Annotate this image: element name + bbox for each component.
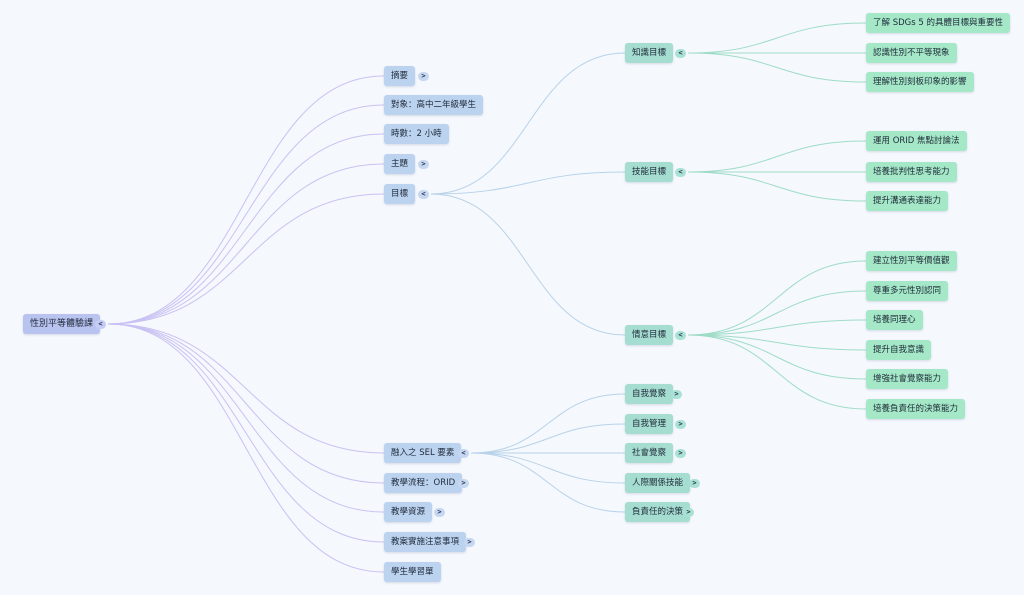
branch-node[interactable]: 教學資源 [384, 502, 433, 522]
sel-node[interactable]: 人際關係技能 [625, 473, 691, 493]
goal-link [430, 193, 626, 336]
branch-node[interactable]: 學生學習單 [384, 562, 441, 582]
branch-node[interactable]: 教案實施注意事項 [384, 532, 467, 552]
sel-toggle[interactable]: > [689, 479, 700, 488]
branch-toggle[interactable]: > [418, 160, 429, 169]
goal-item-node[interactable]: 增強社會覺察能力 [866, 369, 949, 389]
sel-link [470, 452, 626, 484]
root-link [107, 323, 385, 484]
goal-item-node[interactable]: 了解 SDGs 5 的具體目標與重要性 [866, 13, 1010, 33]
root-node[interactable]: 性別平等體驗課 [23, 314, 101, 334]
branch-node[interactable]: 教學流程：ORID [384, 473, 463, 493]
branch-toggle[interactable]: > [434, 508, 445, 517]
goal-toggle[interactable]: < [675, 168, 686, 177]
sel-toggle[interactable]: > [671, 390, 682, 399]
branch-node[interactable]: 目標 [384, 184, 416, 204]
goal-item-node[interactable]: 培養同理心 [866, 310, 923, 330]
goal-node[interactable]: 情意目標 [625, 325, 674, 345]
goal-item-node[interactable]: 提升自我意識 [866, 340, 932, 360]
branch-toggle[interactable]: < [458, 449, 469, 458]
branch-node[interactable]: 對象：高中二年級學生 [384, 95, 484, 115]
goal-item-node[interactable]: 認識性別不平等現象 [866, 43, 957, 63]
sel-toggle[interactable]: > [683, 508, 694, 517]
goal-item-link [687, 140, 867, 173]
goal-item-link [687, 22, 867, 54]
sel-node[interactable]: 自我管理 [625, 414, 674, 434]
goal-item-link [687, 334, 867, 351]
root-collapse-toggle[interactable]: < [95, 320, 106, 329]
root-link [107, 323, 385, 454]
goal-item-node[interactable]: 尊重多元性別認同 [866, 281, 949, 301]
branch-toggle[interactable]: < [418, 190, 429, 199]
root-link [107, 104, 385, 325]
goal-item-node[interactable]: 建立性別平等價值觀 [866, 251, 957, 271]
goal-link [430, 52, 626, 195]
root-link [107, 323, 385, 573]
branch-node[interactable]: 摘要 [384, 66, 416, 86]
root-link [107, 193, 385, 325]
goal-item-node[interactable]: 培養負責任的決策能力 [866, 399, 966, 419]
sel-node[interactable]: 社會覺察 [625, 443, 674, 463]
goal-link [430, 171, 626, 195]
root-link [107, 163, 385, 325]
branch-node[interactable]: 融入之 SEL 要素 [384, 443, 462, 463]
goal-item-link [687, 334, 867, 380]
goal-node[interactable]: 知識目標 [625, 43, 674, 63]
goal-item-link [687, 260, 867, 336]
sel-toggle[interactable]: > [675, 420, 686, 429]
branch-toggle[interactable]: > [458, 479, 469, 488]
sel-node[interactable]: 自我覺察 [625, 384, 674, 404]
goal-item-link [687, 334, 867, 410]
sel-link [470, 393, 626, 454]
goal-item-node[interactable]: 運用 ORID 焦點討論法 [866, 131, 967, 151]
goal-item-node[interactable]: 培養批判性思考能力 [866, 162, 957, 182]
root-link [107, 323, 385, 543]
root-link [107, 323, 385, 513]
sel-node[interactable]: 負責任的決策 [625, 502, 691, 522]
goal-toggle[interactable]: < [675, 49, 686, 58]
goal-item-node[interactable]: 理解性別刻板印象的影響 [866, 72, 974, 92]
branch-toggle[interactable]: > [418, 72, 429, 81]
branch-node[interactable]: 主題 [384, 154, 416, 174]
branch-toggle[interactable]: > [464, 538, 475, 547]
goal-item-link [687, 52, 867, 83]
sel-link [470, 452, 626, 513]
goal-item-node[interactable]: 提升溝通表達能力 [866, 191, 949, 211]
goal-item-link [687, 171, 867, 202]
root-link [107, 75, 385, 325]
root-link [107, 133, 385, 325]
sel-toggle[interactable]: > [675, 449, 686, 458]
goal-toggle[interactable]: < [675, 331, 686, 340]
branch-node[interactable]: 時數：2 小時 [384, 124, 449, 144]
goal-item-link [687, 319, 867, 336]
goal-node[interactable]: 技能目標 [625, 162, 674, 182]
goal-item-link [687, 290, 867, 336]
sel-link [470, 423, 626, 454]
